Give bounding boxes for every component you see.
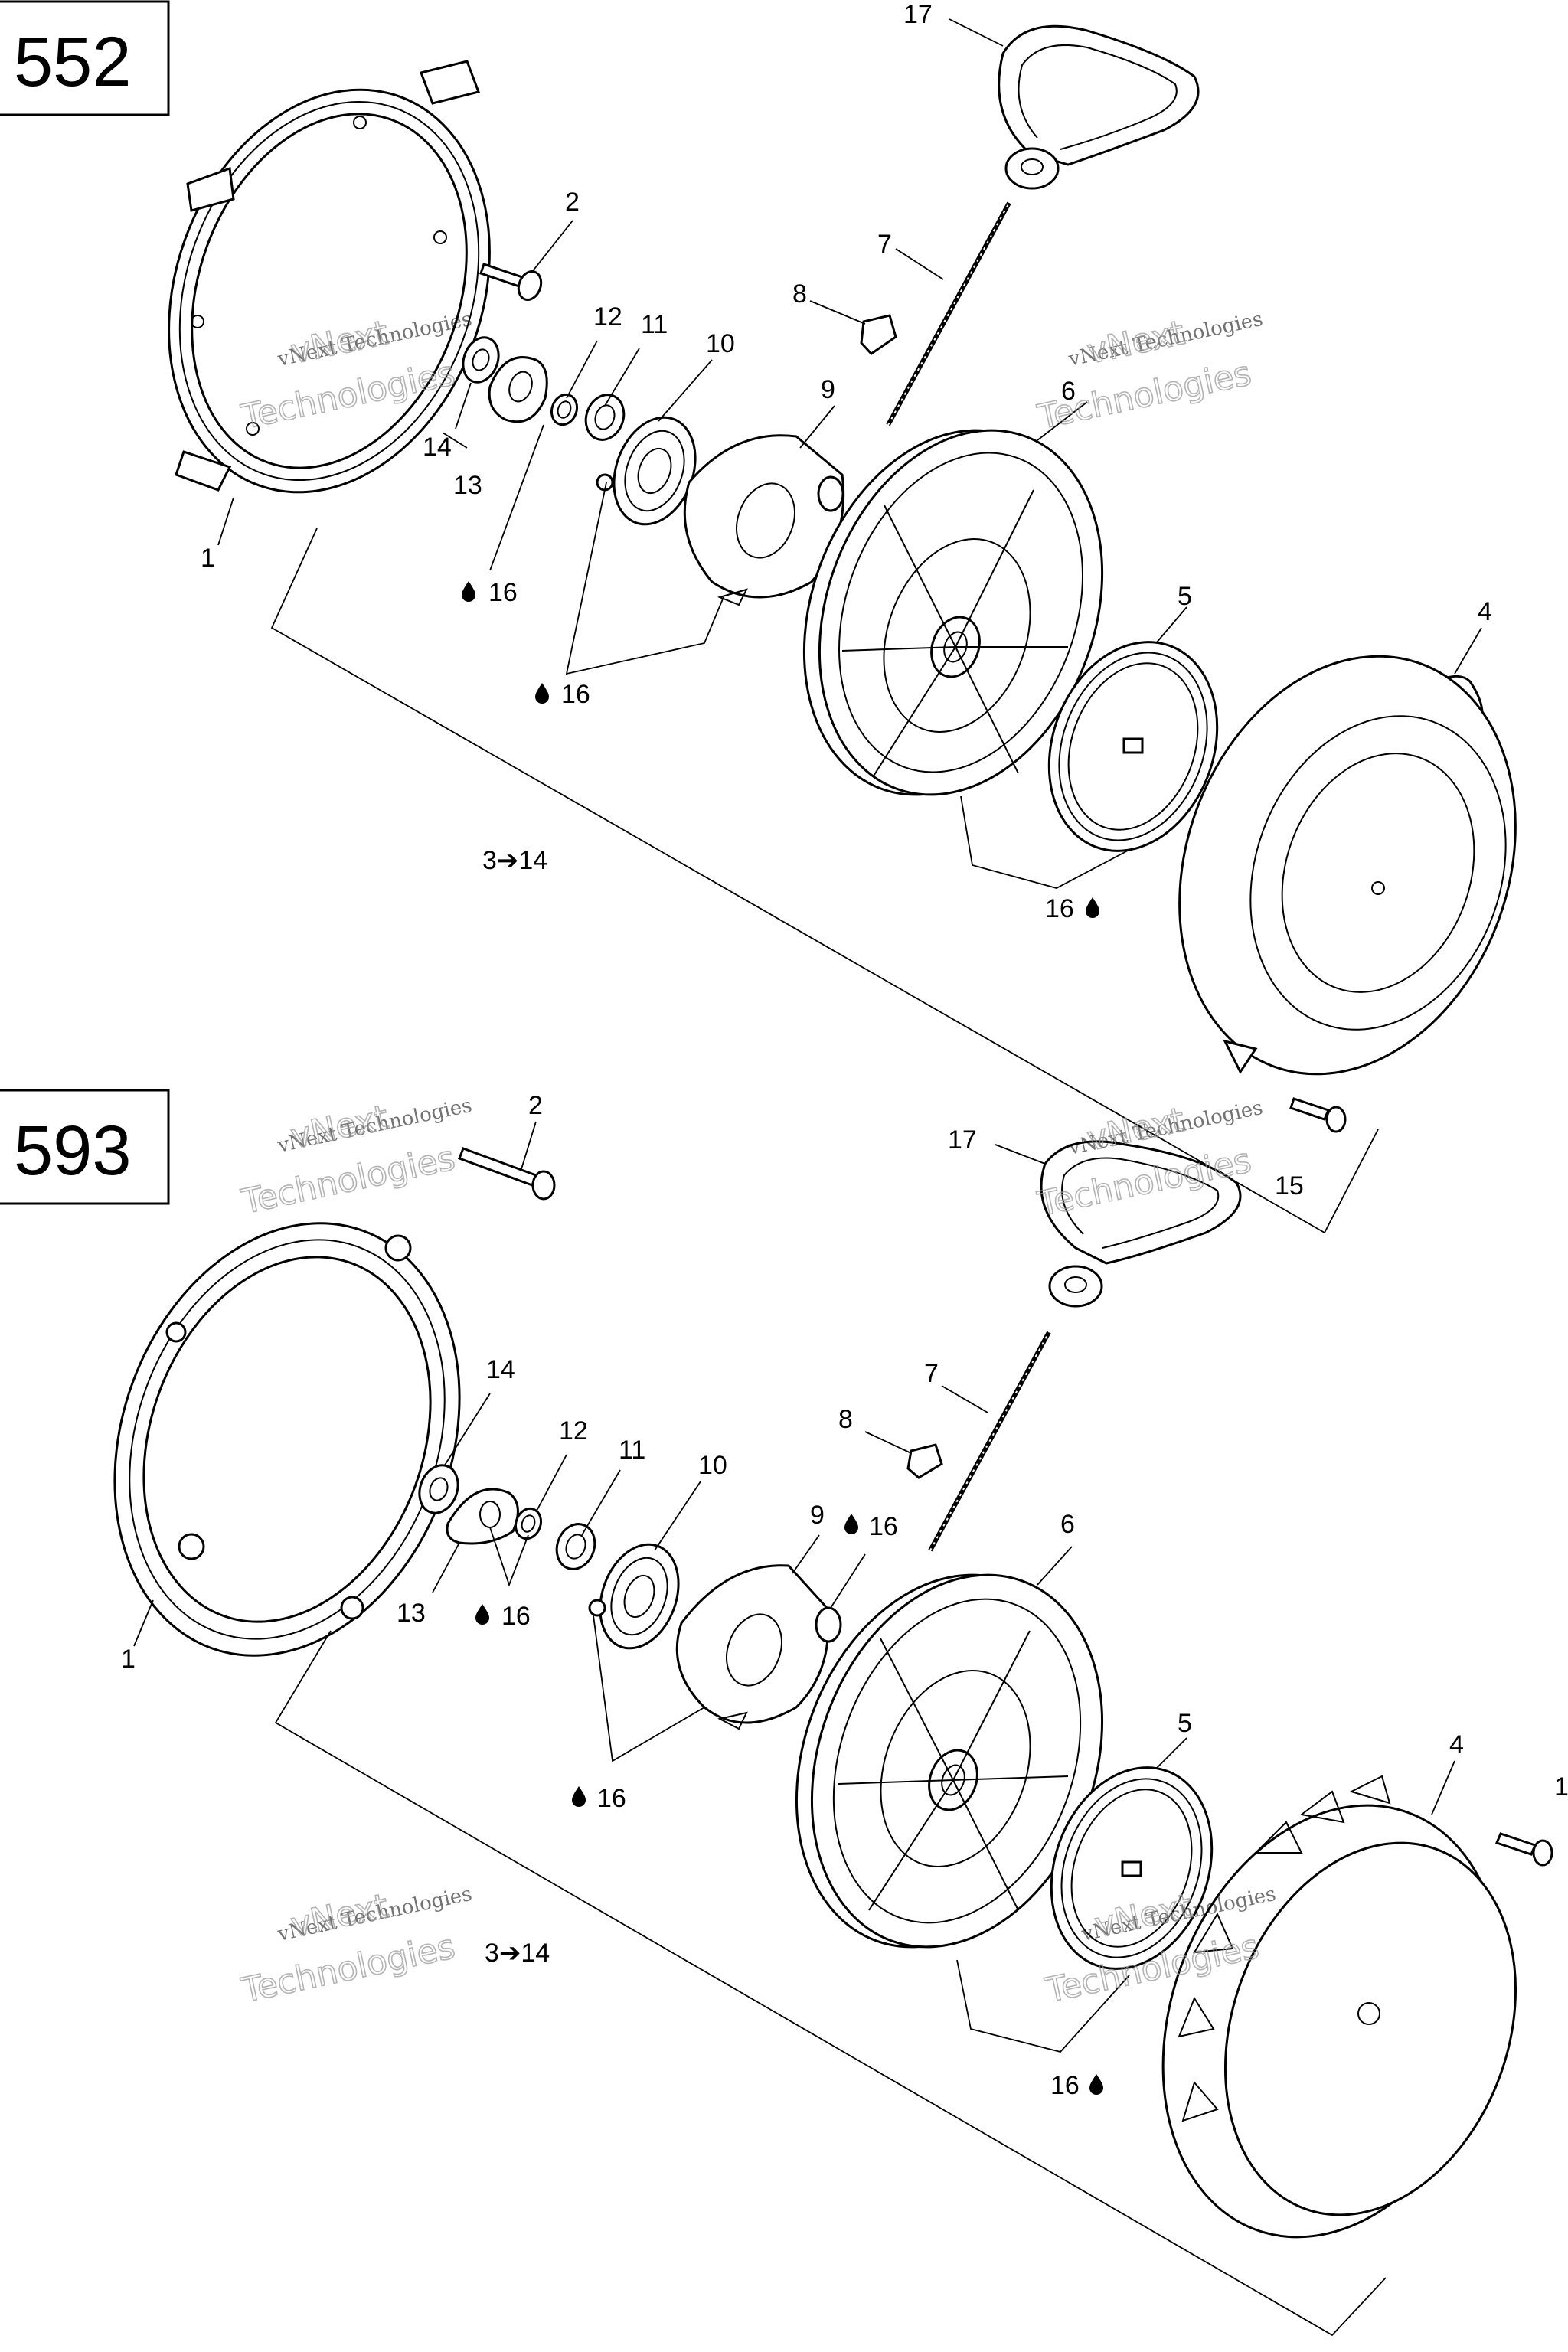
callout-9: 9 bbox=[810, 1501, 825, 1530]
callout-14: 14 bbox=[423, 433, 452, 462]
lubricant-ref: 16 bbox=[1045, 894, 1074, 923]
part-5-spring bbox=[1047, 641, 1219, 852]
lubricant-ref: 16 bbox=[488, 578, 518, 607]
callout-8: 8 bbox=[792, 279, 807, 309]
callout-7: 7 bbox=[877, 230, 892, 259]
oil-drop-icon bbox=[1086, 897, 1099, 918]
part-7-rope bbox=[886, 201, 1011, 426]
oil-drop-icon bbox=[844, 1514, 858, 1534]
lubricant-ref: 16 bbox=[501, 1602, 531, 1631]
callout-10: 10 bbox=[706, 329, 735, 358]
lubricant-ref: 16 bbox=[869, 1512, 898, 1541]
part-12-washer bbox=[550, 393, 579, 426]
oil-drop-icon bbox=[572, 1786, 586, 1807]
part-7-rope bbox=[928, 1331, 1051, 1552]
part-13-plate bbox=[446, 1488, 519, 1545]
part-10-spring-disc bbox=[588, 1543, 680, 1650]
model-box-552: 552 bbox=[0, 0, 170, 116]
svg-text:vNext: vNext bbox=[287, 1886, 391, 1945]
part-6-pulley bbox=[795, 1573, 1104, 1949]
part-8-pawl bbox=[906, 1443, 943, 1479]
callout-13: 13 bbox=[397, 1599, 426, 1628]
callout-9: 9 bbox=[821, 375, 835, 404]
part-17-handle bbox=[998, 24, 1200, 190]
callout-1: 1 bbox=[121, 1645, 136, 1674]
oil-drop-icon bbox=[1089, 2074, 1103, 2095]
callout-8: 8 bbox=[838, 1405, 853, 1434]
callout-6: 6 bbox=[1061, 377, 1076, 406]
callout-6: 6 bbox=[1060, 1510, 1075, 1539]
part-1-ring bbox=[168, 60, 491, 494]
part-14-washer bbox=[462, 336, 500, 384]
callout-15: 15 bbox=[1275, 1171, 1304, 1200]
part-8-pawl bbox=[860, 314, 897, 355]
leader-lines bbox=[133, 1121, 1455, 2337]
lubricant-ref: 16 bbox=[561, 680, 590, 709]
oil-drop-icon bbox=[535, 683, 549, 704]
part-14-washer bbox=[418, 1464, 459, 1514]
svg-text:vNext: vNext bbox=[287, 1098, 391, 1157]
callout-4: 4 bbox=[1449, 1730, 1464, 1759]
assembly-552: 1 2 4 5 6 7 8 9 10 11 12 13 14 15 17 16 … bbox=[168, 0, 1517, 1234]
callout-2: 2 bbox=[528, 1091, 543, 1120]
callout-12: 12 bbox=[559, 1416, 588, 1446]
part-17-handle bbox=[1040, 1140, 1242, 1308]
callout-1: 1 bbox=[201, 544, 215, 573]
callout-7: 7 bbox=[924, 1359, 939, 1388]
callout-15: 1 bbox=[1554, 1772, 1568, 1802]
part-11-bushing bbox=[555, 1523, 596, 1570]
callout-10: 10 bbox=[698, 1451, 727, 1480]
svg-text:vNext: vNext bbox=[1083, 313, 1187, 372]
model-box-593: 593 bbox=[0, 1089, 170, 1205]
callout-12: 12 bbox=[593, 302, 622, 332]
model-number: 552 bbox=[14, 23, 132, 101]
lubricant-ref: 16 bbox=[1050, 2071, 1080, 2100]
callout-17: 17 bbox=[948, 1125, 977, 1155]
part-6-pulley bbox=[802, 429, 1104, 796]
part-13-plate bbox=[488, 356, 548, 423]
part-12-washer bbox=[514, 1507, 543, 1540]
oil-drop-icon bbox=[475, 1604, 489, 1625]
part-15-bolt bbox=[1494, 1832, 1553, 1867]
callout-4: 4 bbox=[1478, 597, 1492, 626]
callout-5: 5 bbox=[1178, 582, 1192, 611]
range-note: 3➔14 bbox=[485, 1939, 550, 1968]
range-note: 3➔14 bbox=[482, 846, 547, 875]
part-11-bushing bbox=[584, 394, 626, 441]
model-number: 593 bbox=[14, 1112, 132, 1190]
part-2-bolt bbox=[458, 1147, 556, 1200]
svg-text:Technologies: Technologies bbox=[238, 1927, 459, 2011]
part-15-bolt bbox=[1289, 1097, 1347, 1133]
part-1-ring bbox=[113, 1222, 461, 1657]
leader-lines bbox=[217, 18, 1482, 1234]
part-2-bolt bbox=[479, 263, 543, 301]
part-4-housing bbox=[1178, 655, 1517, 1076]
lubricant-ref: 16 bbox=[597, 1784, 626, 1813]
callout-14: 14 bbox=[486, 1355, 515, 1384]
part-9-cam bbox=[675, 1564, 842, 1730]
part-10-spring-disc bbox=[596, 416, 697, 526]
svg-text:Technologies: Technologies bbox=[1034, 354, 1255, 437]
svg-text:Technologies: Technologies bbox=[238, 1138, 459, 1222]
callout-2: 2 bbox=[565, 188, 580, 217]
callout-11: 11 bbox=[641, 310, 668, 339]
callout-17: 17 bbox=[903, 0, 933, 29]
callout-13: 13 bbox=[453, 471, 482, 500]
callout-5: 5 bbox=[1178, 1709, 1192, 1738]
part-9-cam bbox=[683, 434, 845, 606]
callout-11: 11 bbox=[619, 1436, 645, 1465]
part-4-housing bbox=[1161, 1775, 1517, 2239]
part-5-spring bbox=[1050, 1766, 1214, 1970]
oil-drop-icon bbox=[462, 581, 475, 602]
assembly-593: 1 2 4 5 6 7 8 9 10 11 12 13 14 1 17 16 1… bbox=[113, 1091, 1568, 2337]
